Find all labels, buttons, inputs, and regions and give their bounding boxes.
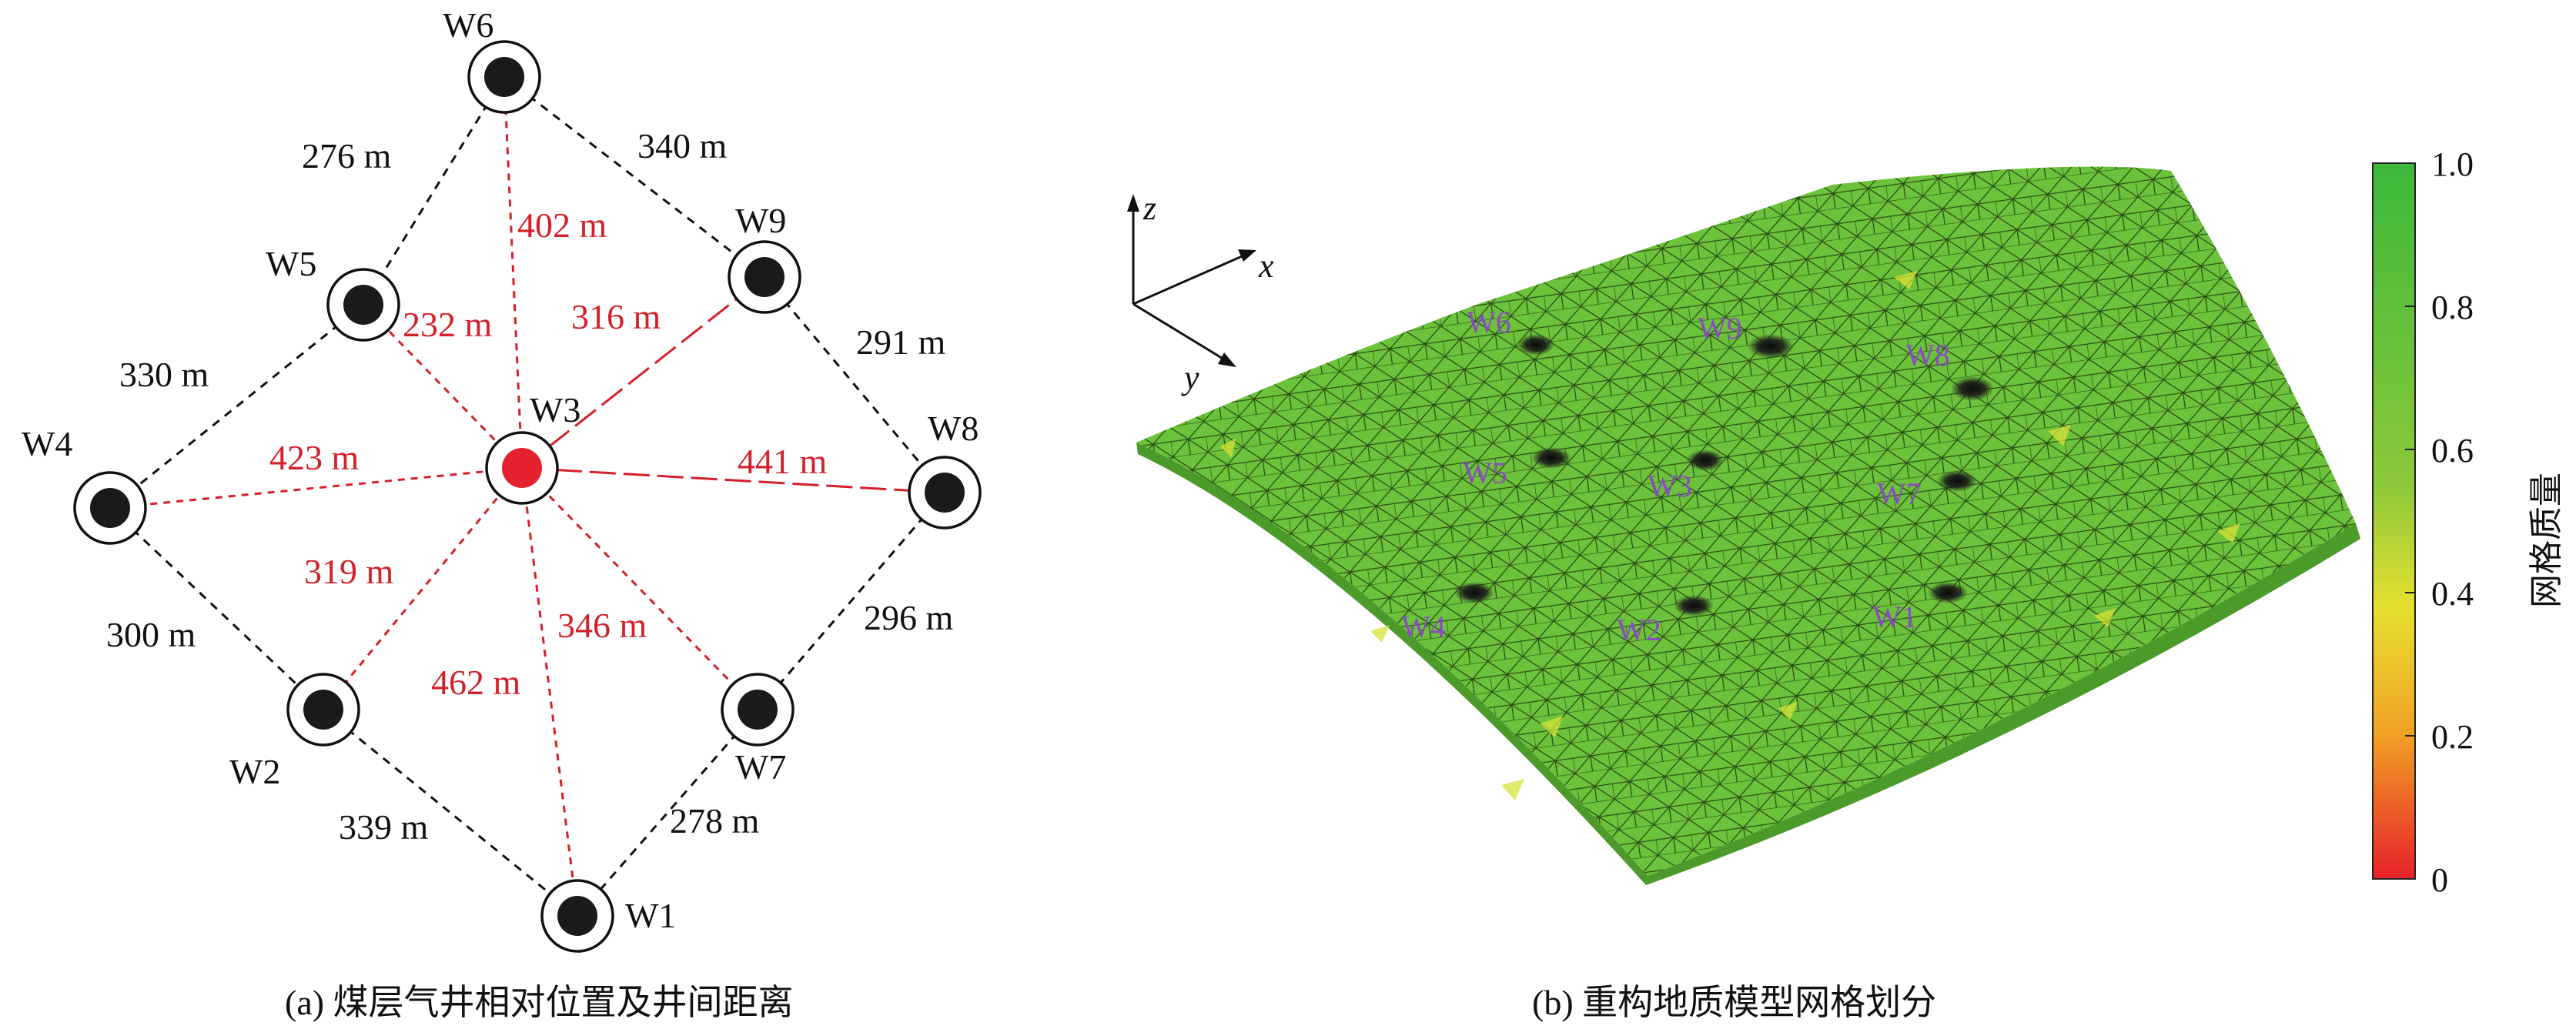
mesh-label-w9: W9 xyxy=(1698,311,1742,346)
line-w9-w8 xyxy=(763,276,946,493)
well-label-w4: W4 xyxy=(22,424,72,463)
distance-w3-w8: 441 m xyxy=(738,442,828,481)
distance-w3-w9: 316 m xyxy=(571,297,661,336)
well-label-w9: W9 xyxy=(735,201,786,240)
well-marker xyxy=(303,690,343,730)
mesh-label-w5: W5 xyxy=(1463,456,1507,490)
well-marker xyxy=(925,473,965,513)
distance-w9-w8: 291 m xyxy=(856,322,946,362)
well-label-w7: W7 xyxy=(735,747,786,787)
colorbar-title: 网格质量 xyxy=(2527,473,2566,608)
low-quality-patches xyxy=(1220,271,2240,800)
distance-w3-w2: 319 m xyxy=(304,552,394,591)
well-w7 xyxy=(721,673,795,747)
outer-lines xyxy=(109,75,946,917)
well-marker xyxy=(744,257,785,297)
well-w3 xyxy=(485,431,559,505)
mesh-label-w7: W7 xyxy=(1877,476,1922,511)
axis-label-y: y xyxy=(1181,359,1199,396)
axis-label-z: z xyxy=(1142,189,1156,227)
panel-b: W6 W9 W8 W5 W3 W7 W4 W2 W1 z x y xyxy=(1127,145,2566,1022)
well-w4 xyxy=(73,471,147,545)
colorbar-tick-label: 0.2 xyxy=(2431,718,2474,756)
line-w3-w6 xyxy=(503,76,524,469)
well-marker xyxy=(484,57,524,97)
distance-w6-w5: 276 m xyxy=(302,136,392,175)
well-w9 xyxy=(728,240,801,314)
distance-w4-w2: 300 m xyxy=(106,615,196,654)
well-marker xyxy=(557,896,597,936)
colorbar-tick-label: 0.8 xyxy=(2431,289,2474,326)
mesh-lines xyxy=(1136,166,2356,876)
well-label-w5: W5 xyxy=(266,244,316,283)
mesh-well-refinements xyxy=(1454,334,1994,616)
mesh-label-w3: W3 xyxy=(1648,469,1692,503)
axis-triad xyxy=(1132,204,1248,363)
well-marker xyxy=(90,488,130,528)
panel-a: W6 W5 W9 W3 W4 W8 W2 W7 W1 276 m 340 m 2… xyxy=(22,5,982,1022)
caption-a: (a) 煤层气井相对位置及井间距离 xyxy=(285,983,794,1022)
distance-w7-w1: 278 m xyxy=(670,801,760,840)
colorbar xyxy=(2372,162,2416,880)
axis-label-x: x xyxy=(1258,247,1274,285)
mesh-surface-side xyxy=(1136,443,2360,885)
distance-w3-w6: 402 m xyxy=(517,205,607,245)
line-w8-w7 xyxy=(756,492,946,710)
line-w2-w1 xyxy=(323,708,578,917)
line-w3-w8 xyxy=(521,466,945,494)
colorbar-tick-label: 1.0 xyxy=(2431,145,2474,183)
caption-b: (b) 重构地质模型网格划分 xyxy=(1532,983,1936,1022)
line-w3-w4 xyxy=(109,466,523,509)
well-label-w6: W6 xyxy=(443,5,493,45)
line-w3-w9 xyxy=(521,276,765,469)
line-w4-w2 xyxy=(109,506,325,711)
line-w6-w9 xyxy=(503,75,765,279)
mesh-label-w1: W1 xyxy=(1872,600,1917,634)
colorbar-tick-label: 0 xyxy=(2431,861,2448,899)
distance-w3-w7: 346 m xyxy=(557,606,647,645)
well-marker xyxy=(343,285,383,325)
line-w6-w5 xyxy=(362,76,506,306)
line-w3-w1 xyxy=(520,467,579,917)
axis-arrowheads xyxy=(1127,194,1256,367)
well-marker xyxy=(502,448,542,488)
colorbar-tick-label: 0.6 xyxy=(2431,432,2474,469)
well-label-w1: W1 xyxy=(625,896,676,935)
well-w1 xyxy=(540,879,614,953)
line-w3-w7 xyxy=(520,466,759,711)
well-w6 xyxy=(467,40,541,114)
distance-w3-w5: 232 m xyxy=(403,305,493,344)
distance-w3-w1: 462 m xyxy=(431,663,521,702)
distance-w5-w4: 330 m xyxy=(119,355,209,394)
well-label-w8: W8 xyxy=(928,409,979,448)
colorbar-ticks xyxy=(2405,162,2415,880)
center-lines xyxy=(109,76,945,917)
line-w5-w4 xyxy=(109,303,364,509)
distance-w2-w1: 339 m xyxy=(339,807,429,847)
wells xyxy=(73,40,982,953)
colorbar-tick-label: 0.4 xyxy=(2431,575,2474,613)
well-w5 xyxy=(326,268,400,342)
distance-w6-w9: 340 m xyxy=(637,126,728,165)
distance-w3-w4: 423 m xyxy=(269,438,360,477)
well-marker xyxy=(738,690,778,730)
well-label-w3: W3 xyxy=(530,390,580,429)
well-w2 xyxy=(286,673,360,747)
distance-w8-w7: 296 m xyxy=(864,598,954,637)
mesh-label-w4: W4 xyxy=(1401,610,1446,644)
line-w3-w5 xyxy=(362,303,524,469)
well-w8 xyxy=(908,456,982,530)
well-label-w2: W2 xyxy=(229,752,280,791)
mesh-label-w2: W2 xyxy=(1617,613,1661,647)
mesh-label-w8: W8 xyxy=(1905,338,1950,373)
mesh-label-w6: W6 xyxy=(1467,305,1511,339)
